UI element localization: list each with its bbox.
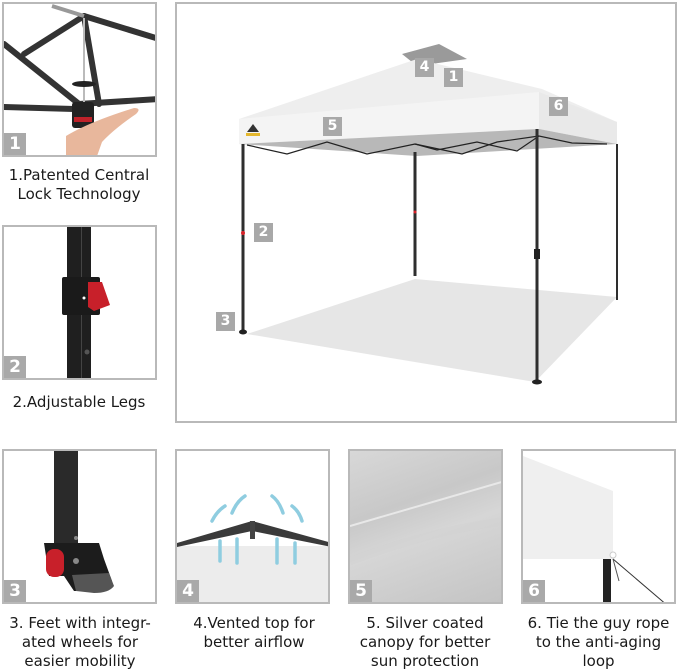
feature-badge-4: 4	[177, 580, 199, 602]
canopy-fabric-texture	[350, 481, 501, 565]
wheel-foot-illustration	[44, 451, 114, 593]
adjustable-leg-illustration	[62, 227, 110, 378]
feature-panel-adjustable-legs: 2	[2, 225, 157, 380]
feature-badge-1: 1	[4, 133, 26, 155]
central-lock-illustration	[4, 4, 155, 155]
feature-caption-3: 3. Feet with integr- ated wheels for eas…	[9, 614, 151, 670]
feature-caption-4: 4.Vented top for better airflow	[193, 614, 315, 651]
guy-rope-illustration	[523, 456, 665, 602]
feature-badge-3: 3	[4, 580, 26, 602]
callout-badge-2: 2	[254, 223, 273, 242]
feature-panel-guy-rope: 6	[521, 449, 676, 604]
vented-top-illustration	[177, 494, 328, 602]
feature-panel-central-lock: 1	[2, 2, 157, 157]
feature-caption-6: 6. Tie the guy rope to the anti-aging lo…	[527, 614, 670, 670]
feature-badge-6: 6	[523, 580, 545, 602]
feature-panel-feet-wheels: 3	[2, 449, 157, 604]
main-canopy-image: 4 1 6 5 2 3	[175, 2, 677, 423]
feature-panel-vented-top: 4	[175, 449, 330, 604]
feature-badge-2: 2	[4, 356, 26, 378]
callout-badge-1: 1	[444, 68, 463, 87]
feature-caption-5: 5. Silver coated canopy for better sun p…	[359, 614, 491, 670]
callout-badge-4: 4	[415, 58, 434, 77]
callout-badge-3: 3	[216, 312, 235, 331]
callout-badge-5: 5	[323, 117, 342, 136]
feature-badge-5: 5	[350, 580, 372, 602]
callout-badge-6: 6	[549, 97, 568, 116]
feature-caption-2: 2.Adjustable Legs	[12, 393, 146, 411]
feature-panel-silver-canopy: 5	[348, 449, 503, 604]
feature-caption-1: 1.Patented Central Lock Technology	[8, 166, 150, 203]
